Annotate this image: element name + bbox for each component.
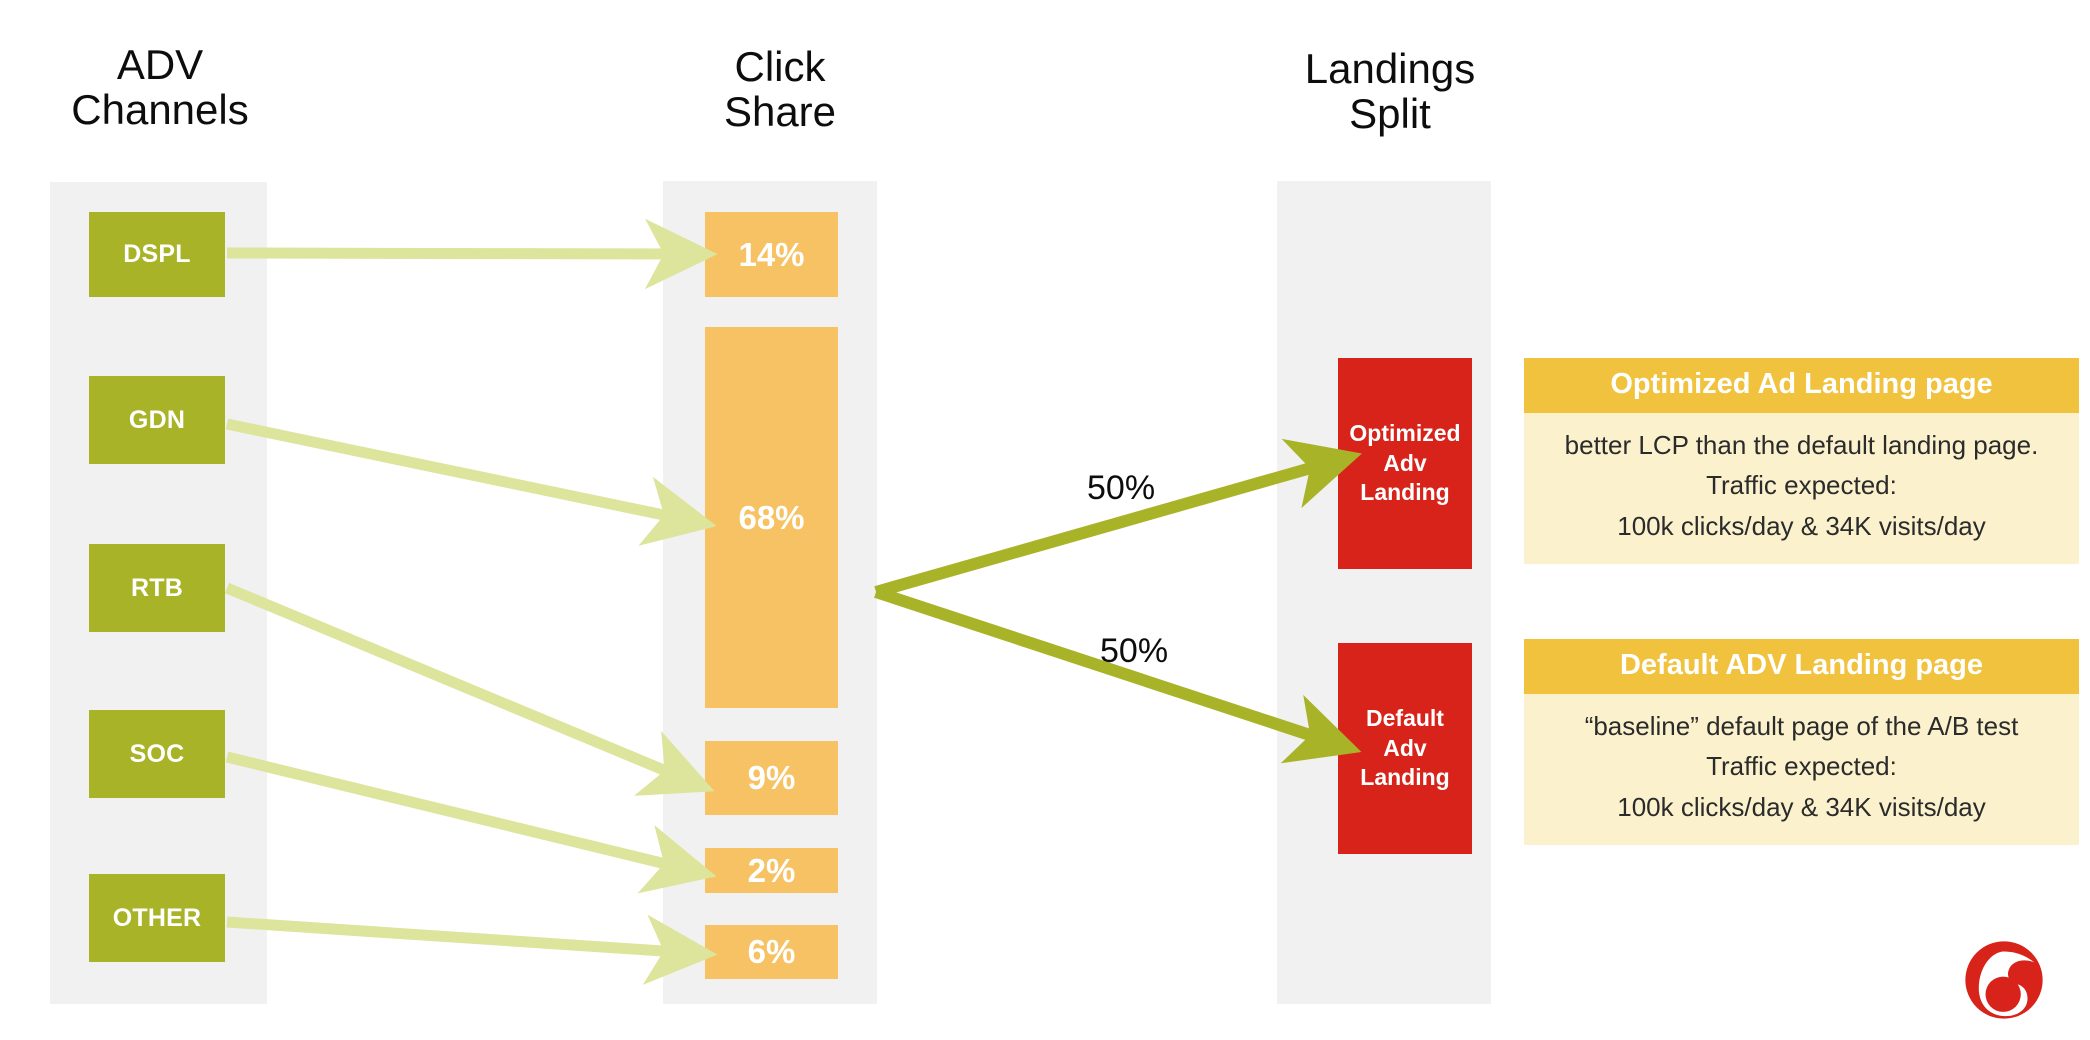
adv-channel-gdn[interactable]: GDN	[89, 376, 225, 464]
info-card-default-body: “baseline” default page of the A/B test …	[1524, 694, 2079, 845]
info-card-default-title: Default ADV Landing page	[1524, 639, 2079, 694]
column-title-landings-split: Landings Split	[1304, 45, 1476, 138]
adv-channel-soc[interactable]: SOC	[89, 710, 225, 798]
split-label-default: 50%	[1100, 632, 1169, 670]
click-share-box-2[interactable]: 2%	[705, 848, 838, 893]
arrow-other-to-6	[226, 914, 718, 985]
panel-landings-split	[1277, 181, 1491, 1004]
adv-channel-other[interactable]: OTHER	[89, 874, 225, 962]
arrow-gdn-to-68	[225, 418, 717, 546]
landing-box-default-adv-landing[interactable]: Default Adv Landing	[1338, 643, 1472, 854]
info-card-default-adv-landing-page: Default ADV Landing page “baseline” defa…	[1524, 639, 2079, 845]
arrow-dspl-to-14	[226, 218, 718, 290]
arrow-soc-to-2	[225, 751, 717, 894]
adv-channel-dspl[interactable]: DSPL	[89, 212, 225, 297]
info-card-optimized-body: better LCP than the default landing page…	[1524, 413, 2079, 564]
adv-channel-rtb[interactable]: RTB	[89, 544, 225, 632]
click-share-box-6[interactable]: 6%	[705, 925, 838, 979]
column-title-adv-channels: ADV Channels	[71, 41, 249, 134]
info-card-optimized-ad-landing-page: Optimized Ad Landing page better LCP tha…	[1524, 358, 2079, 564]
info-card-optimized-title: Optimized Ad Landing page	[1524, 358, 2079, 413]
landing-box-optimized-adv-landing[interactable]: Optimized Adv Landing	[1338, 358, 1472, 569]
split-label-optimized: 50%	[1087, 469, 1156, 507]
arrow-rtb-to-9	[224, 582, 715, 796]
click-share-box-14[interactable]: 14%	[705, 212, 838, 297]
column-title-click-share: Click Share	[723, 43, 837, 136]
vodafone-logo	[1965, 941, 2043, 1019]
click-share-box-9[interactable]: 9%	[705, 741, 838, 815]
click-share-box-68[interactable]: 68%	[705, 327, 838, 708]
